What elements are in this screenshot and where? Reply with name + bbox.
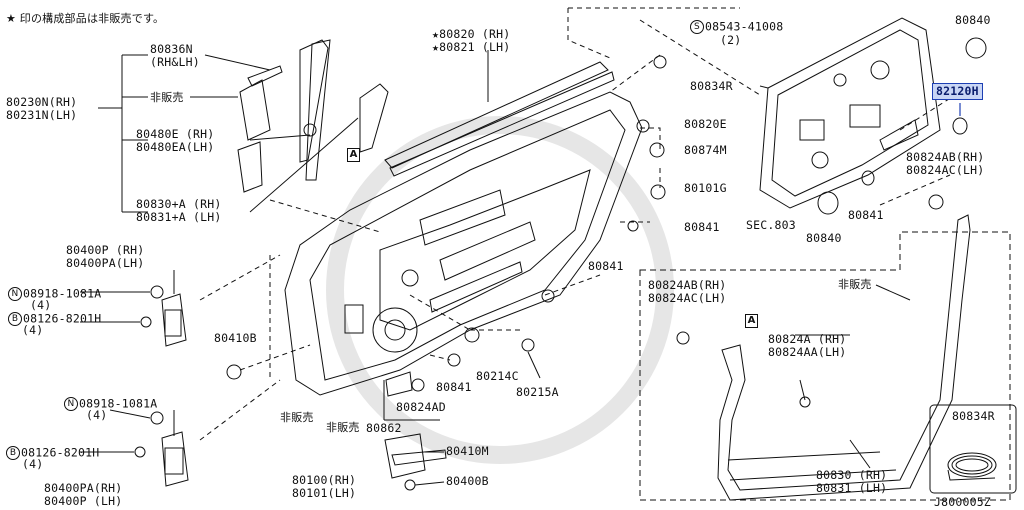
label-80230n[interactable]: 80230N(RH) <box>6 95 78 109</box>
label-80100[interactable]: 80100(RH) <box>292 473 357 487</box>
label-80820e[interactable]: 80820E <box>684 117 727 131</box>
label-80824ac-2[interactable]: 80824AC(LH) <box>648 291 727 305</box>
label-80214c[interactable]: 80214C <box>476 369 519 383</box>
label-80834r[interactable]: 80834R <box>690 79 733 93</box>
label-80840-top[interactable]: 80840 <box>955 13 991 27</box>
header-note: ★ 印の構成部品は非販売です。 <box>6 12 165 25</box>
label-80410m[interactable]: 80410M <box>446 444 489 458</box>
circle-b-icon-2: B <box>6 446 20 460</box>
label-80830[interactable]: 80830 (RH) <box>816 468 888 482</box>
label-80400pa-b[interactable]: 80400PA(RH) <box>44 481 123 495</box>
label-80215a[interactable]: 80215A <box>516 385 559 399</box>
label-80101g[interactable]: 80101G <box>684 181 727 195</box>
label-08918-b-qty: (4) <box>86 408 108 422</box>
label-08918-a-qty: (4) <box>30 298 52 312</box>
label-08126-b-text: 08126-8201H <box>21 445 100 460</box>
label-80824ab-2[interactable]: 80824AB(RH) <box>648 278 727 292</box>
label-80820[interactable]: ★80820 (RH) <box>432 27 511 41</box>
label-80874m[interactable]: 80874M <box>684 143 727 157</box>
diagram-code: J800005Z <box>934 495 991 509</box>
label-80840-bottom[interactable]: 80840 <box>806 231 842 245</box>
label-80824ad[interactable]: 80824AD <box>396 400 446 414</box>
label-not-sold-1: 非販売 <box>150 91 184 104</box>
label-08543-qty: (2) <box>720 33 742 47</box>
label-80400pa[interactable]: 80400PA(LH) <box>66 256 145 270</box>
label-08918-b-text: 08918-1081A <box>79 396 158 411</box>
label-not-sold-2: 非販売 <box>280 411 314 424</box>
label-80410b[interactable]: 80410B <box>214 331 257 345</box>
label-80400p[interactable]: 80400P (RH) <box>66 243 145 257</box>
label-80101[interactable]: 80101(LH) <box>292 486 357 500</box>
label-80821[interactable]: ★80821 (LH) <box>432 40 511 54</box>
label-82120h-highlight[interactable]: 82120H <box>932 83 983 100</box>
upper-hinge-art <box>80 270 187 347</box>
label-80841-d[interactable]: 80841 <box>436 380 472 394</box>
label-08126-b-qty: (4) <box>22 457 44 471</box>
label-80824a[interactable]: 80824A (RH) <box>768 332 847 346</box>
label-80836n-sub: (RH&LH) <box>150 55 200 69</box>
label-80400b[interactable]: 80400B <box>446 474 489 488</box>
label-80862[interactable]: 80862 <box>366 421 402 435</box>
fasteners-center <box>226 55 667 397</box>
label-08126-a-text: 08126-8201H <box>23 311 102 326</box>
watermark-ring <box>326 116 674 464</box>
label-80400p-b[interactable]: 80400P (LH) <box>44 494 123 508</box>
label-80831[interactable]: 80831 (LH) <box>816 481 888 495</box>
label-80480ea[interactable]: 80480EA(LH) <box>136 140 215 154</box>
door-panel-art <box>284 91 643 396</box>
label-not-sold-3: 非販売 <box>326 421 360 434</box>
label-80841-c[interactable]: 80841 <box>588 259 624 273</box>
hole-cover-panel-art <box>759 17 987 215</box>
label-08126-a-qty: (4) <box>22 323 44 337</box>
weatherstrip-group-frame <box>639 231 1011 501</box>
weatherstrip-art <box>676 194 971 501</box>
label-80824aa[interactable]: 80824AA(LH) <box>768 345 847 359</box>
circle-n-icon: N <box>8 287 22 301</box>
label-not-sold-4: 非販売 <box>838 278 872 291</box>
label-sec-803[interactable]: SEC.803 <box>746 218 796 232</box>
label-08543-text: 08543-41008 <box>705 19 784 34</box>
circle-n-icon-2: N <box>64 397 78 411</box>
ref-box-a-left: A <box>347 148 360 162</box>
dashed-leaders-center <box>199 7 961 441</box>
outside-molding-art <box>384 50 615 177</box>
label-80834r-inset[interactable]: 80834R <box>952 409 995 423</box>
label-80841-a[interactable]: 80841 <box>684 220 720 234</box>
ref-box-a-right: A <box>745 314 758 328</box>
door-check-art <box>383 380 447 491</box>
label-80831-a[interactable]: 80831+A (LH) <box>136 210 222 224</box>
label-80231n[interactable]: 80231N(LH) <box>6 108 78 122</box>
label-80824ab-1[interactable]: 80824AB(RH) <box>906 150 985 164</box>
label-80824ac-1[interactable]: 80824AC(LH) <box>906 163 985 177</box>
division-bar-art <box>237 39 389 193</box>
label-80836n[interactable]: 80836N <box>150 42 193 56</box>
label-80841-b[interactable]: 80841 <box>848 208 884 222</box>
inset-box <box>929 404 1017 494</box>
label-08918-a-text: 08918-1081A <box>23 286 102 301</box>
label-80830-a[interactable]: 80830+A (RH) <box>136 197 222 211</box>
circle-b-icon: B <box>8 312 22 326</box>
circle-s-icon: S <box>690 20 704 34</box>
lower-hinge-art <box>80 409 189 487</box>
label-80480e[interactable]: 80480E (RH) <box>136 127 215 141</box>
